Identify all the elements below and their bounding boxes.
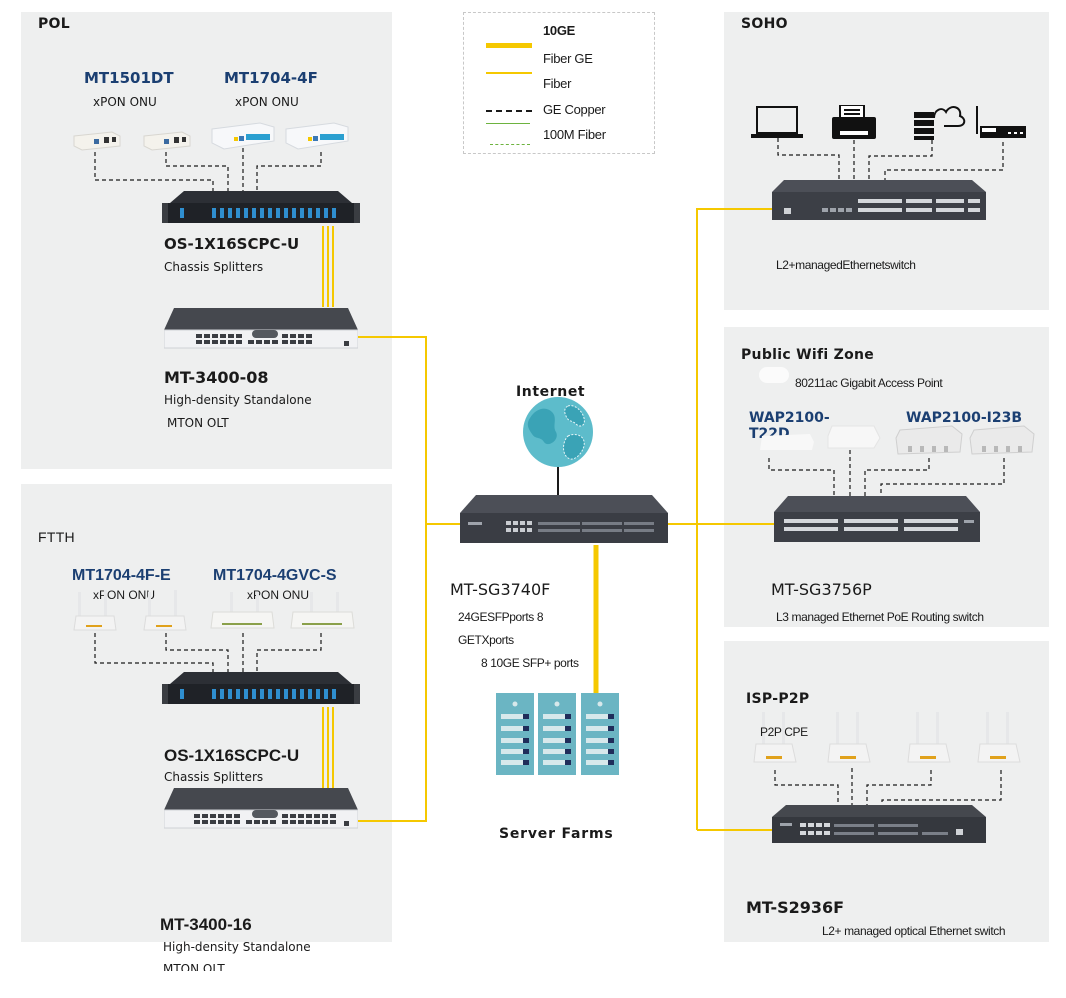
- laptop-icon: [751, 106, 803, 138]
- isp-switch-model: MT-S2936F: [746, 898, 845, 917]
- isp-cpe-label: P2P CPE: [760, 725, 808, 739]
- ftth-uplink: [357, 524, 427, 822]
- wifi-ap-desc: 80211ac Gigabit Access Point: [795, 376, 943, 390]
- pol-splitter-desc: Chassis Splitters: [164, 260, 264, 274]
- legend-swatch-fiber-ge: [486, 72, 532, 74]
- router-icon: [976, 106, 1026, 138]
- printer-icon: [832, 105, 876, 139]
- wifi-copper-links: [768, 450, 1005, 496]
- zone-ftth: [21, 484, 392, 942]
- legend-label-100m-fiber: 100M Fiber: [543, 127, 606, 142]
- zone-soho: [724, 12, 1049, 310]
- indoor-ap-icon: [827, 425, 881, 449]
- pol-copper-links: [94, 148, 322, 192]
- legend: 10GE Fiber GE Fiber GE Copper 100M Fiber: [463, 12, 655, 154]
- core-switch-model: MT-SG3740F: [450, 580, 551, 599]
- core-switch-desc-2: GETXports: [458, 633, 514, 647]
- cpe-router-icon: [907, 712, 951, 763]
- ftth-olt-model: MT-3400-16: [160, 915, 252, 934]
- wireless-onu-icon: [290, 592, 355, 629]
- ftth-title: FTTH: [38, 529, 75, 545]
- pol-olt-model: MT-3400-08: [164, 368, 269, 387]
- ftth-olt-desc-2: MTON OLT: [163, 962, 225, 971]
- wifi-switch-model: MT-SG3756P: [771, 580, 872, 599]
- pol-onu-model-2: MT1704-4F: [224, 69, 318, 87]
- isp-title: ISP-P2P: [746, 691, 810, 707]
- ftth-splitter-model: OS-1X16SCPC-U: [164, 746, 300, 765]
- legend-label-fiber: Fiber: [543, 76, 572, 91]
- server-farm: [496, 693, 622, 775]
- access-point-thumbnail: [759, 367, 789, 383]
- ftth-copper-links: [94, 633, 322, 673]
- cpe-router-icon: [753, 712, 797, 763]
- pol-onu-model-1: MT1501DT: [84, 69, 174, 87]
- wifi-ap-model-1-line1: WAP2100-: [749, 410, 830, 426]
- soho-switch-desc: L2+managedEthernetswitch: [776, 258, 916, 272]
- pol-uplink: [357, 336, 460, 525]
- wireless-onu-icon: [73, 590, 117, 631]
- core-switch-desc-3: 8 10GE SFP+ ports: [481, 656, 579, 670]
- server-farm-label: Server Farms: [499, 826, 614, 842]
- indoor-ap-icon: [760, 434, 814, 450]
- zone-pol: [21, 12, 392, 469]
- wireless-onu-icon: [143, 590, 187, 631]
- ftth-fiber-bundle: [322, 707, 334, 790]
- pol-onu-type-2: xPON ONU: [235, 95, 299, 109]
- onu-4port-device-icon: [211, 122, 275, 150]
- pol-olt-desc-2: MTON OLT: [167, 416, 229, 430]
- onu-4port-device-icon: [285, 122, 349, 150]
- legend-swatch-green: [486, 123, 530, 124]
- onu-device-icon: [143, 131, 191, 151]
- core-switch-desc-1: 24GESFPports 8: [458, 610, 544, 624]
- internet-label: Internet: [516, 384, 586, 400]
- isp-switch-desc: L2+ managed optical Ethernet switch: [822, 924, 1006, 938]
- core-switch-device: [460, 495, 668, 543]
- ftth-onu-type-2: xPON ONU: [247, 588, 310, 602]
- soho-switch-device: [772, 180, 986, 220]
- outdoor-ap-icon: [969, 425, 1035, 455]
- wifi-title: Public Wifi Zone: [741, 347, 875, 363]
- ftth-onu-type-1: xPON ONU: [93, 588, 156, 602]
- legend-label-10ge: 10GE: [543, 23, 576, 38]
- ftth-olt-desc-1: High-density Standalone: [163, 940, 311, 954]
- globe-icon: [523, 397, 593, 467]
- server-cloud-icon: [914, 106, 966, 140]
- legend-swatch-10ge: [486, 43, 532, 48]
- pol-splitter-model: OS-1X16SCPC-U: [164, 235, 300, 253]
- onu-device-icon: [73, 131, 121, 151]
- ftth-splitter-desc: Chassis Splitters: [164, 770, 264, 784]
- legend-swatch-ge-copper: [486, 110, 532, 112]
- legend-swatch-100m-fiber: [490, 144, 530, 145]
- legend-label-fiber-ge: Fiber GE: [543, 51, 593, 66]
- olt-device: [164, 308, 358, 349]
- pol-fiber-bundle: [322, 226, 334, 307]
- legend-label-ge-copper: GE Copper: [543, 102, 606, 117]
- outdoor-ap-icon: [895, 425, 963, 455]
- olt-device: [164, 788, 358, 829]
- wifi-ap-model-2: WAP2100-I23B: [906, 410, 1023, 426]
- pol-title: POL: [38, 16, 70, 32]
- wireless-onu-icon: [210, 592, 275, 629]
- chassis-splitter-device: [162, 672, 360, 704]
- ftth-onu-model-2: MT1704-4GVC-S: [213, 567, 337, 584]
- chassis-splitter-device: [162, 191, 360, 223]
- soho-title: SOHO: [741, 16, 788, 32]
- zone-isp: [724, 641, 1049, 942]
- server-rack-icon: [496, 693, 619, 775]
- cpe-router-icon: [827, 712, 871, 763]
- pol-onu-type-1: xPON ONU: [93, 95, 157, 109]
- soho-copper-links: [777, 138, 1004, 180]
- pol-olt-desc-1: High-density Standalone: [164, 393, 312, 407]
- isp-copper-links: [774, 768, 1002, 805]
- isp-optical-switch-device: [772, 805, 986, 843]
- cpe-router-icon: [977, 712, 1021, 763]
- wifi-switch-desc: L3 managed Ethernet PoE Routing switch: [776, 610, 984, 624]
- ftth-onu-model-1: MT1704-4F-E: [72, 567, 171, 584]
- soho-uplink: [696, 208, 772, 830]
- wifi-poe-switch-device: [774, 496, 980, 542]
